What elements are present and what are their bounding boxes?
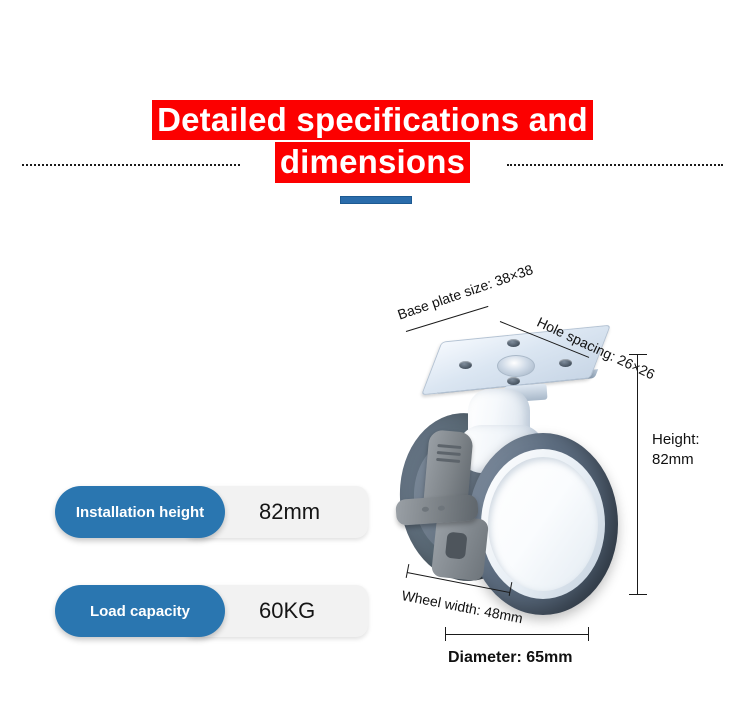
- spec-label-installation-height: Installation height: [75, 503, 205, 521]
- spec-value-load-capacity: 60KG: [259, 598, 316, 623]
- dimension-cap-height-top: [629, 354, 647, 355]
- spec-label-load-capacity: Load capacity: [89, 602, 191, 620]
- brake-body: [430, 514, 490, 582]
- brake-grip-ridge: [436, 450, 461, 457]
- title-line-1: Detailed specifications and: [152, 100, 593, 141]
- brake-grip-ridge: [437, 443, 462, 450]
- dimension-label-height-line-2: 82mm: [652, 451, 694, 469]
- brake-grip-ridge: [436, 457, 461, 464]
- title-underline-bar: [340, 196, 412, 204]
- dimension-line-height: [637, 355, 638, 595]
- dimension-cap-diameter-right: [588, 627, 589, 641]
- spec-label-pill-installation-height: Installation height: [55, 486, 225, 538]
- brake-pedal-dot: [437, 505, 446, 511]
- brake-body-slot: [444, 531, 468, 560]
- spec-row-load-capacity: 60KG Load capacity: [55, 585, 368, 637]
- mounting-hole-icon: [507, 339, 520, 347]
- spec-value-installation-height: 82mm: [259, 499, 321, 524]
- brake-pedal-dot: [421, 506, 430, 513]
- dimension-cap-height-bottom: [629, 594, 647, 595]
- dimension-label-diameter: Diameter: 65mm: [448, 649, 573, 666]
- caster-top-plate: [421, 324, 611, 403]
- title-line-1-wrap: Detailed specifications and: [0, 100, 745, 141]
- title-line-2: dimensions: [274, 142, 471, 183]
- mounting-hole-icon: [559, 359, 572, 367]
- decorative-dashed-line-right: [507, 164, 723, 166]
- dimension-cap-diameter-left: [445, 627, 446, 641]
- page-title: Detailed specifications and dimensions: [0, 100, 745, 183]
- caster-wheel-front: [468, 433, 618, 615]
- caster-wheel-hub: [488, 457, 598, 591]
- decorative-dashed-line-left: [22, 164, 240, 166]
- mounting-hole-icon: [459, 361, 472, 369]
- spec-label-pill-load-capacity: Load capacity: [55, 585, 225, 637]
- dimension-line-diameter: [445, 634, 588, 635]
- dimension-cap-wheel-width-left: [405, 564, 410, 578]
- product-illustration-caster-wheel: Base plate size: 38×38 Hole spacing: 26×…: [380, 261, 745, 685]
- header-section: Detailed specifications and dimensions: [0, 0, 745, 215]
- title-line-2-wrap: dimensions: [0, 142, 745, 183]
- spec-row-installation-height: 82mm Installation height: [55, 486, 368, 538]
- dimension-label-height: Height: 82mm: [652, 430, 700, 471]
- mounting-hole-icon: [507, 377, 520, 385]
- swivel-rivet: [497, 355, 535, 377]
- dimension-label-height-line-1: Height:: [652, 431, 700, 448]
